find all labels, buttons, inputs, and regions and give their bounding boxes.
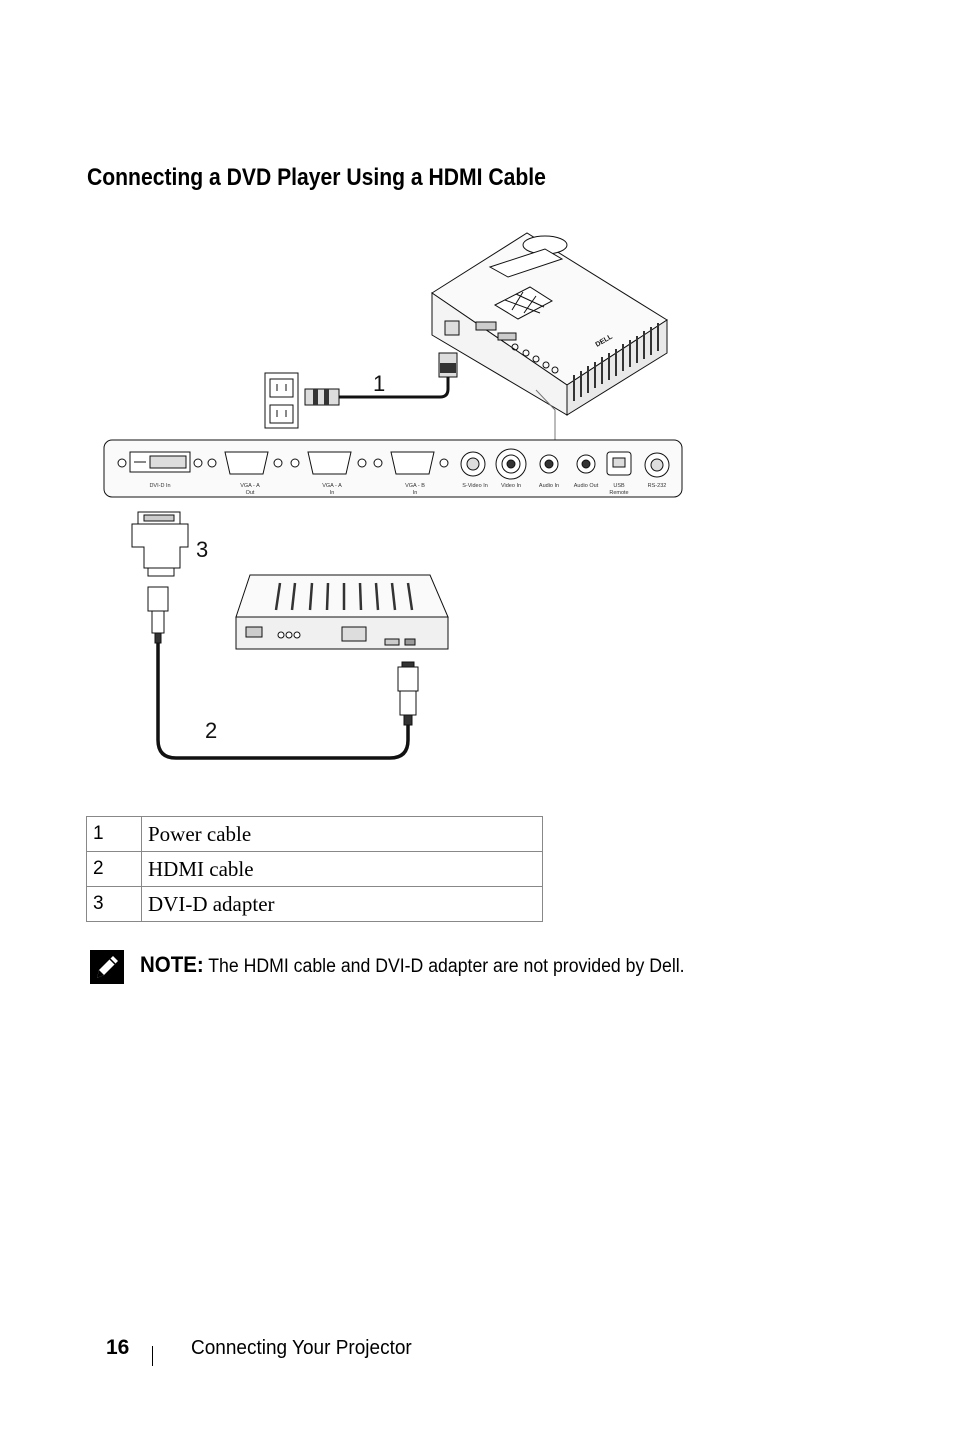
pencil-icon: [90, 950, 124, 984]
zoom-callout-line: [535, 389, 556, 440]
port-label: Audio In: [539, 483, 559, 489]
note-text-line: NOTE: The HDMI cable and DVI-D adapter a…: [140, 952, 685, 978]
port-label: In: [330, 490, 335, 496]
legend-label: HDMI cable: [141, 851, 543, 887]
port-label: S-Video In: [462, 483, 488, 489]
footer-divider: [152, 1346, 153, 1366]
legend-number: 2: [86, 851, 142, 887]
port-label: Video In: [501, 483, 521, 489]
port-label: DVI-D In: [149, 483, 170, 489]
hdmi-cable-illustration: [147, 586, 419, 760]
legend-label: Power cable: [141, 816, 543, 852]
table-row: 2 HDMI cable: [86, 851, 543, 887]
note-text: The HDMI cable and DVI-D adapter are not…: [208, 956, 685, 977]
port-label: VGA - A: [240, 483, 260, 489]
port-panel: DVI-D In VGA - A Out VGA - A In VGA - B …: [103, 439, 683, 498]
note-label: NOTE:: [140, 952, 204, 977]
port-label: In: [413, 490, 418, 496]
av-ports: [460, 448, 670, 480]
connection-diagram: DELL: [103, 232, 683, 760]
legend-table: 1 Power cable 2 HDMI cable 3 DVI-D adapt…: [86, 816, 543, 922]
table-row: 3 DVI-D adapter: [86, 886, 543, 922]
callout-2: 2: [205, 718, 217, 743]
port-label: Audio Out: [574, 483, 599, 489]
legend-label: DVI-D adapter: [141, 886, 543, 922]
port-label: VGA - A: [322, 483, 342, 489]
port-label: VGA - B: [405, 483, 425, 489]
page-title: Connecting a DVD Player Using a HDMI Cab…: [87, 164, 546, 191]
table-row: 1 Power cable: [86, 816, 543, 852]
callout-1: 1: [373, 371, 385, 396]
legend-number: 3: [86, 886, 142, 922]
power-cable-illustration: [304, 352, 458, 406]
dvi-port: [117, 451, 203, 473]
section-name: Connecting Your Projector: [191, 1337, 412, 1359]
port-labels: DVI-D In VGA - A Out VGA - A In VGA - B …: [149, 483, 666, 496]
vga-ports: [207, 451, 449, 475]
port-label: Remote: [609, 490, 628, 496]
dvi-adapter-illustration: [131, 511, 189, 577]
callout-3: 3: [196, 537, 208, 562]
projector-illustration: DELL: [431, 232, 668, 416]
wall-outlet-illustration: [264, 372, 299, 429]
port-label: USB: [613, 483, 625, 489]
port-label: RS-232: [648, 483, 667, 489]
port-label: Out: [246, 490, 255, 496]
legend-number: 1: [86, 816, 142, 852]
page-number: 16: [106, 1336, 130, 1359]
dvd-player-illustration: [235, 574, 449, 650]
